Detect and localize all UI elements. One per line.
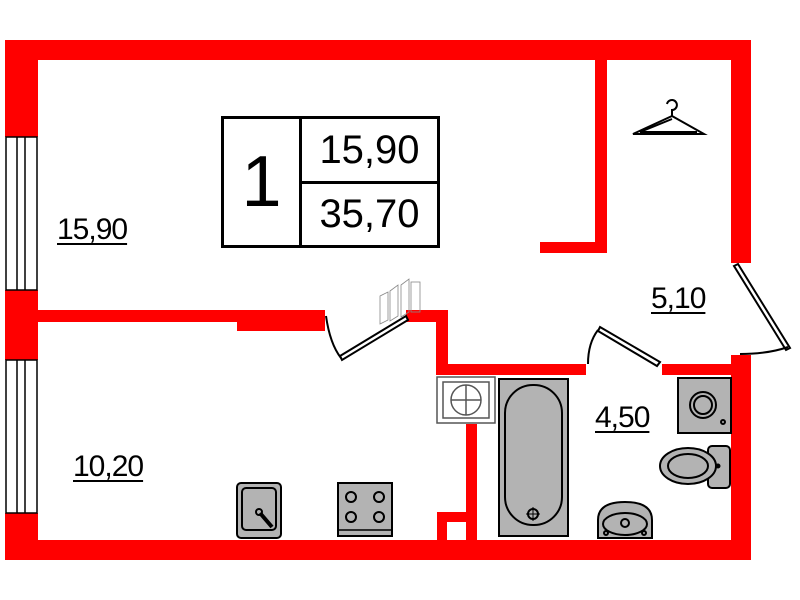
room-count: 1 [224,119,302,245]
walls [5,40,751,560]
total-area-value: 35,70 [319,192,420,237]
toilet-icon [659,445,731,489]
kitchen-sink-icon [236,482,282,539]
radiator-icon [379,278,421,325]
bathroom-area: 4,50 [595,401,650,434]
washing-machine-icon [677,377,732,434]
apartment-summary: 1 15,90 35,70 [221,116,440,248]
shaft-icon [436,376,496,424]
kitchen-area: 10,20 [73,450,144,483]
living-area-value: 15,90 [302,119,437,184]
washbasin-icon [597,500,653,539]
living-room-area: 15,90 [57,213,128,246]
window-icon [5,136,38,514]
hanger-icon [632,99,708,135]
door-icon [325,262,792,368]
hallway-area: 5,10 [651,282,706,315]
stove-icon [337,482,393,537]
bathtub-icon [498,378,569,537]
